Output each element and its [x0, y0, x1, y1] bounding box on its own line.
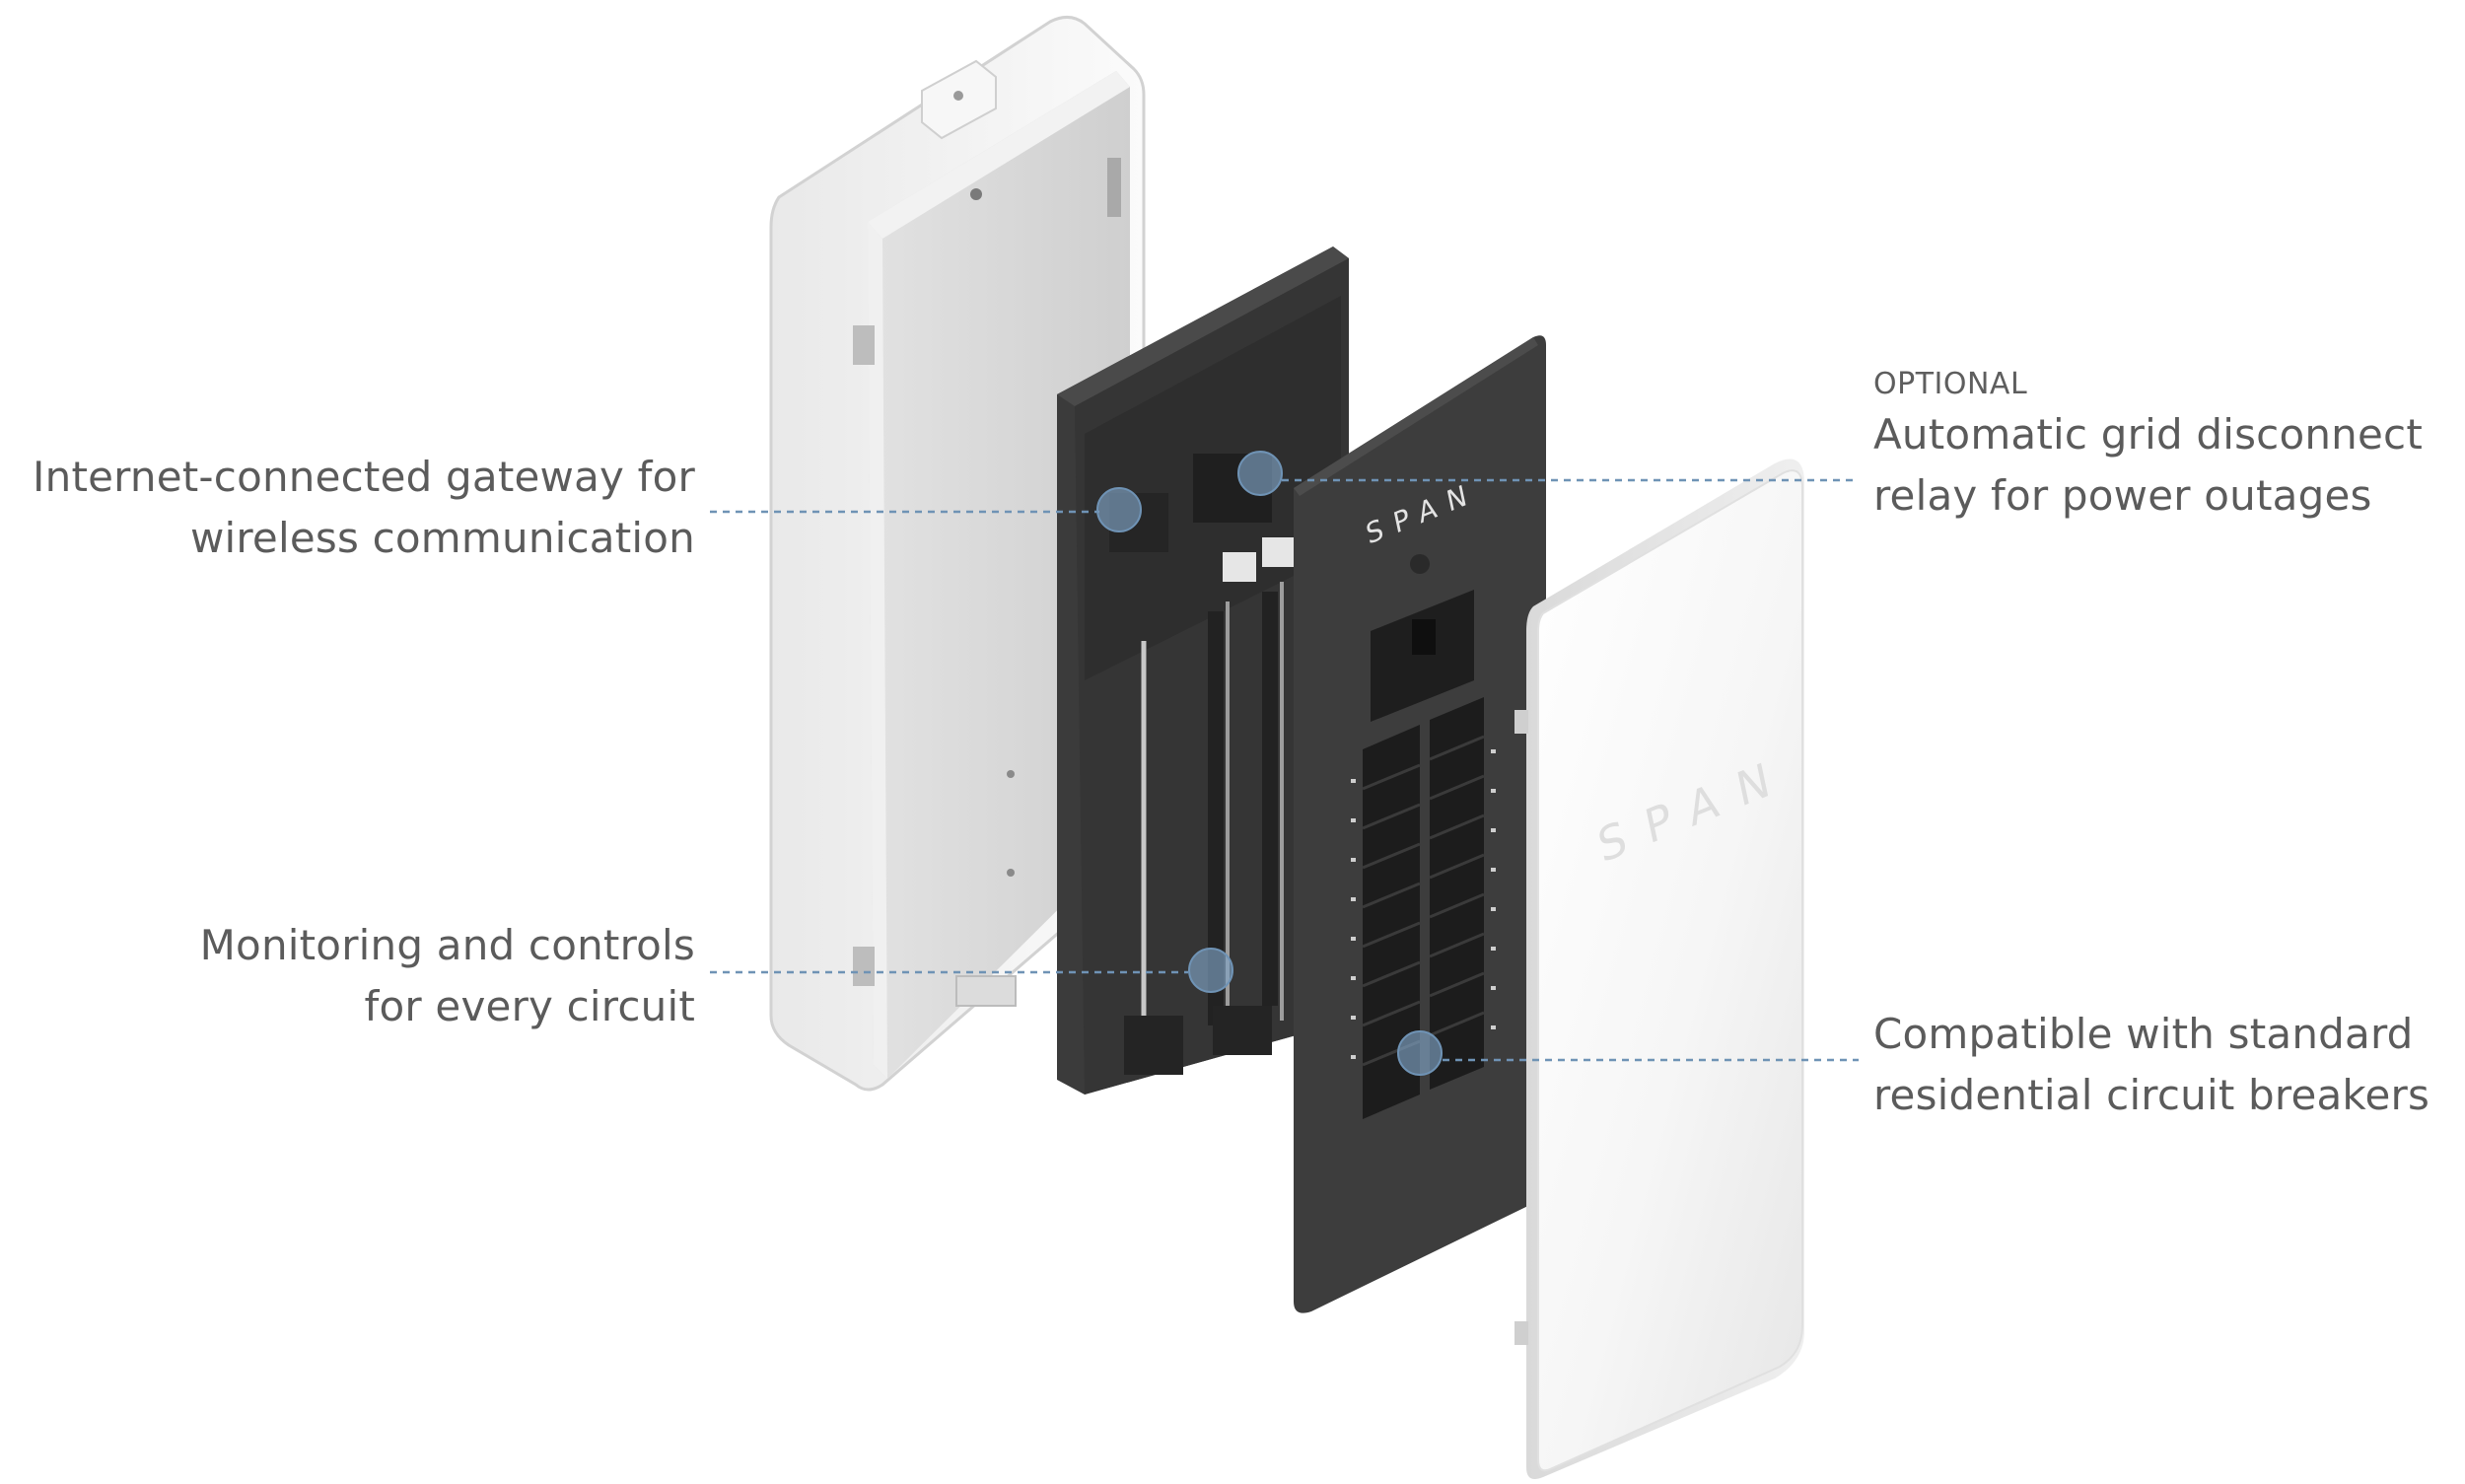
callout-relay-line2: relay for power outages — [1873, 471, 2372, 520]
marker-relay — [1237, 451, 1283, 496]
marker-gateway — [1096, 487, 1142, 532]
marker-breakers — [1397, 1030, 1443, 1076]
front-cover: SPAN — [1514, 459, 1804, 1480]
callout-gateway-line2: wireless communication — [189, 514, 695, 562]
callout-leader-monitoring — [710, 948, 1233, 993]
callout-breakers-line1: Compatible with standard — [1873, 1010, 2414, 1058]
callout-relay: OPTIONAL Automatic grid disconnect relay… — [1873, 365, 2423, 527]
callout-leader-breakers — [1397, 1030, 1859, 1076]
callout-gateway-line1: Internet-connected gateway for — [33, 453, 695, 501]
callout-gateway: Internet-connected gateway for wireless … — [33, 447, 695, 569]
callout-breakers-line2: residential circuit breakers — [1873, 1071, 2430, 1119]
callout-leader-relay — [1237, 451, 1859, 496]
callout-relay-optional-tag: OPTIONAL — [1873, 367, 2028, 401]
callout-breakers: Compatible with standard residential cir… — [1873, 1004, 2430, 1126]
dead-front-panel: SPAN — [1294, 335, 1546, 1313]
callout-leader-gateway — [710, 487, 1142, 532]
callout-relay-line1: Automatic grid disconnect — [1873, 410, 2423, 459]
callout-monitoring-line1: Monitoring and controls — [199, 921, 695, 969]
callout-monitoring: Monitoring and controls for every circui… — [200, 915, 695, 1037]
callout-monitoring-line2: for every circuit — [364, 982, 695, 1030]
marker-monitoring — [1188, 948, 1233, 993]
